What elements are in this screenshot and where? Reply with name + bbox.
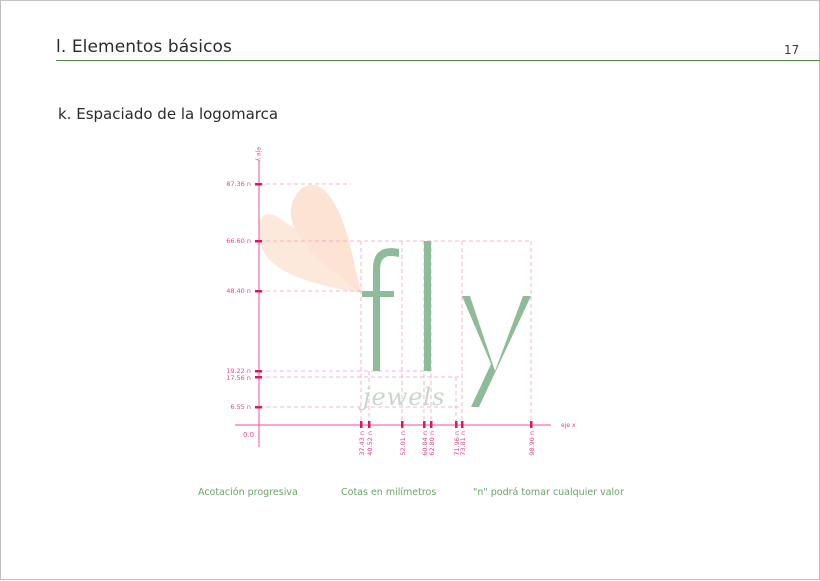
y-tick-label: 6.55 n [230,403,251,411]
caption-units: Cotas en milímetros [341,487,437,498]
origin-label: 0.0 [243,431,254,439]
logo-wordmark [362,241,531,407]
page-number: 17 [784,43,800,57]
x-tick-label: 37.43 n [358,431,366,456]
y-axis-label: eje y [255,147,262,162]
x-tick-label: 73.81 n [459,431,467,456]
x-tick-label: 60.04 n [421,431,429,456]
x-tick-label: 98.90 n [528,431,536,456]
logo-tagline: jewels [358,383,445,411]
y-tick-label: 66.60 n [226,237,251,245]
x-axis-label: eje x [561,422,576,429]
x-ticks: 37.43 n 40.52 n 52.01 n 60.04 n 62.80 n … [358,421,536,456]
y-tick-label: 17.56 n [226,374,251,382]
x-tick-label: 52.01 n [399,431,407,456]
y-tick-label: 87.36 n [226,180,251,188]
y-tick-label: 48.40 n [226,287,251,295]
logo-wings-icon [258,184,361,293]
y-ticks: 87.36 n 66.60 n 48.40 n 19.22 n 17.56 n … [226,180,262,411]
header-divider [56,60,820,61]
x-tick-label: 62.80 n [428,431,436,456]
x-tick-label: 40.52 n [366,431,374,456]
caption-progressive-dimensioning: Acotación progresiva [198,487,298,498]
caption-n-value: "n" podrá tomar cualquier valor [473,487,624,498]
subsection-title: k. Espaciado de la logomarca [58,105,279,123]
section-title: l. Elementos básicos [56,37,232,57]
x-tick-label: 71.96 n [453,431,461,456]
y-tick-label: 19.22 n [226,367,251,375]
